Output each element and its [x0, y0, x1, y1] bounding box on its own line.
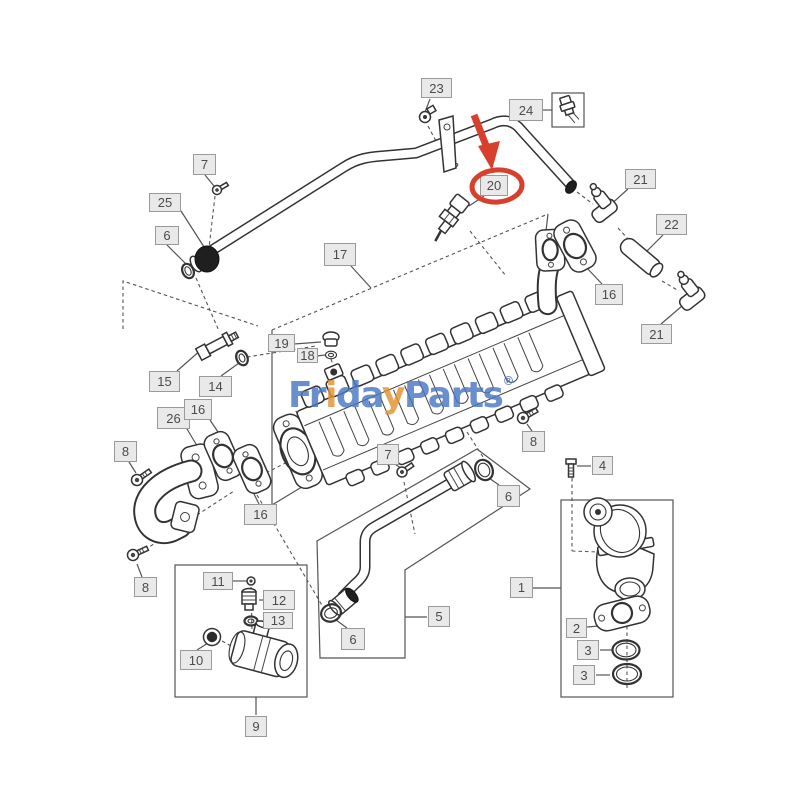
elbow-21-top-drawing — [589, 182, 618, 224]
part-label-16-lower[interactable]: 16 — [244, 504, 277, 525]
gasket-2-drawing — [593, 595, 651, 632]
oring-3-upper-drawing — [611, 639, 641, 661]
part-label-9[interactable]: 9 — [245, 716, 267, 737]
upper-tube-drawing — [200, 115, 577, 260]
part-label-26[interactable]: 26 — [157, 407, 190, 429]
housing-9-drawing — [202, 576, 299, 679]
part-drawings — [126, 94, 706, 686]
part-label-6-left[interactable]: 6 — [155, 226, 179, 245]
gasket-16-right-drawing — [553, 219, 597, 273]
part-label-13[interactable]: 13 — [263, 612, 293, 629]
part-label-14[interactable]: 14 — [199, 376, 232, 397]
part-label-20[interactable]: 20 — [480, 175, 508, 196]
part-label-3-lower[interactable]: 3 — [573, 665, 595, 685]
egr-valve-1-drawing — [583, 497, 655, 686]
part-label-23[interactable]: 23 — [421, 78, 452, 98]
part-label-22[interactable]: 22 — [656, 214, 687, 235]
gasket-16-lower-drawing — [232, 443, 272, 495]
part-label-8-left-bottom[interactable]: 8 — [134, 577, 157, 597]
bolt-8-left-top-drawing — [130, 467, 153, 487]
part-label-6-right[interactable]: 6 — [497, 485, 520, 507]
plug-19-drawing — [322, 331, 340, 360]
part-label-21-bottom[interactable]: 21 — [641, 324, 672, 344]
bolt-7-mid-drawing — [396, 461, 415, 478]
oring-3-lower-drawing — [611, 662, 643, 686]
part-label-7-top[interactable]: 7 — [193, 154, 216, 175]
pipe-5-drawing — [320, 458, 494, 623]
washer-14-drawing — [235, 349, 249, 367]
egr-cooler-drawing — [272, 228, 606, 490]
fitting-15-drawing — [194, 331, 240, 362]
part-label-3-upper[interactable]: 3 — [577, 640, 599, 660]
part-label-2[interactable]: 2 — [566, 618, 587, 638]
part-label-6-bottom[interactable]: 6 — [341, 628, 365, 650]
part-label-8-right[interactable]: 8 — [522, 431, 545, 452]
part-label-8-left-top[interactable]: 8 — [114, 441, 137, 462]
part-label-4[interactable]: 4 — [592, 456, 613, 475]
part-label-24[interactable]: 24 — [509, 99, 543, 121]
part-label-19[interactable]: 19 — [268, 334, 295, 352]
sensor-24-drawing — [559, 94, 580, 124]
elbow-21-bottom-drawing — [677, 270, 706, 311]
washer-18-drawing — [324, 350, 338, 360]
part-label-10[interactable]: 10 — [180, 650, 212, 670]
part-label-16-upper-left[interactable]: 16 — [184, 399, 212, 420]
part-label-12[interactable]: 12 — [263, 590, 295, 610]
fitting-25-drawing — [180, 245, 220, 280]
part-label-17[interactable]: 17 — [324, 243, 356, 266]
part-label-21-top[interactable]: 21 — [625, 169, 656, 189]
bolt-7-top-drawing — [211, 181, 230, 196]
tube-22-drawing — [619, 237, 664, 278]
bracket-drawing — [438, 115, 457, 174]
oring-6-left-drawing — [180, 262, 196, 280]
part-label-11[interactable]: 11 — [203, 572, 233, 590]
clamp-23-drawing — [418, 104, 457, 174]
part-label-1[interactable]: 1 — [510, 577, 533, 598]
sensor-20-drawing — [434, 193, 470, 242]
oring-6-right-drawing — [474, 458, 494, 482]
housing9-box — [174, 564, 308, 698]
bolt-4-drawing — [565, 458, 577, 478]
valve1-box — [560, 499, 674, 698]
part-label-5[interactable]: 5 — [428, 606, 450, 627]
bolt-8-right-drawing — [516, 407, 539, 425]
part-label-7-mid[interactable]: 7 — [377, 444, 399, 465]
part-label-15[interactable]: 15 — [149, 371, 180, 392]
oring-6-bottom-drawing — [320, 603, 342, 623]
bolt-8-left-bottom-drawing — [126, 545, 150, 562]
part-label-16-right[interactable]: 16 — [595, 284, 623, 305]
part-label-18[interactable]: 18 — [297, 348, 318, 363]
part-label-25[interactable]: 25 — [149, 193, 181, 212]
pipe5-box — [316, 448, 532, 659]
